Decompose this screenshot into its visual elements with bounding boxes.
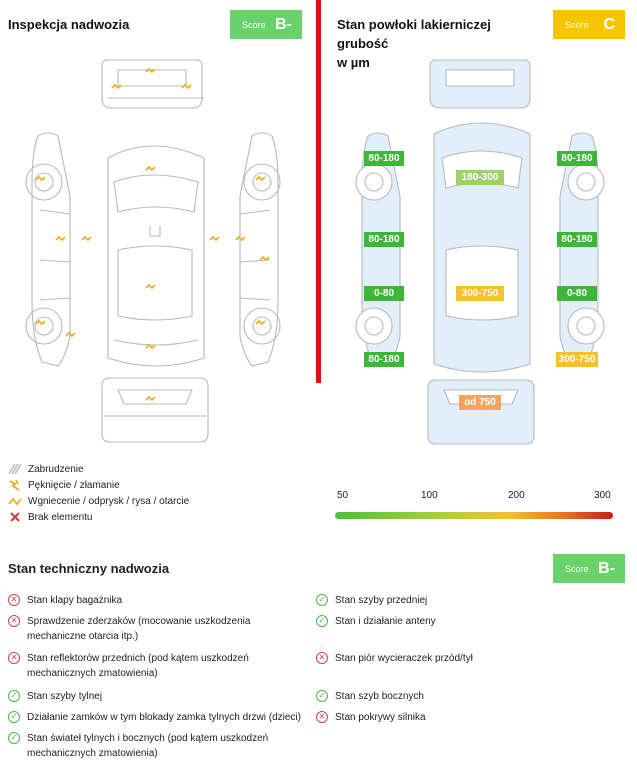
score-value: C (603, 15, 615, 33)
check-icon: ✓ (316, 594, 328, 606)
check-item-label: Stan szyby tylnej (27, 691, 103, 702)
paint-label-right-rear-fender: 80-180 (557, 151, 597, 166)
damage-legend: Zabrudzenie Pęknięcie / złamanie Wgniece… (8, 461, 189, 525)
check-item-label: Działanie zamków w tym blokady zamka tyl… (27, 712, 301, 723)
check-item-antenna: ✓ Stan i działanie anteny (316, 614, 616, 629)
technical-score-badge: Score B- (553, 554, 625, 583)
paint-label-right-front-fender: 300-750 (556, 352, 598, 367)
scale-tick: 200 (508, 490, 525, 501)
body-inspection-title: Inspekcja nadwozia (8, 17, 130, 32)
check-item-label: Stan szyby przedniej (335, 595, 428, 606)
check-icon: ✓ (8, 711, 20, 723)
paint-label-front-bumper: od 750 (459, 395, 501, 410)
thickness-scale: 50 100 200 300 (335, 490, 613, 519)
paint-label-left-rear-fender: 80-180 (364, 151, 404, 166)
scale-tick: 100 (421, 490, 438, 501)
legend-item-missing: Brak elementu (8, 509, 189, 525)
fail-icon: ✕ (316, 652, 328, 664)
car-damage-diagram (25, 59, 281, 443)
paint-label-right-rear-door: 80-180 (557, 232, 597, 247)
check-item-label: Stan reflektorów przednich (pod kątem us… (27, 653, 249, 679)
paint-label-left-front-fender: 80-180 (364, 352, 404, 367)
fail-icon: ✕ (8, 594, 20, 606)
check-icon: ✓ (8, 690, 20, 702)
paint-label-left-rear-door: 80-180 (364, 232, 404, 247)
paint-label-hood: 300-750 (456, 286, 504, 301)
paint-label-roof: 180-300 (456, 170, 504, 185)
score-value: B- (275, 15, 292, 33)
paint-label-right-front-door: 0-80 (557, 286, 597, 301)
crack-icon (8, 478, 22, 492)
paint-thickness-diagram (355, 59, 605, 445)
dent-icon (8, 494, 22, 508)
check-item-door-locks: ✓ Działanie zamków w tym blokady zamka t… (8, 710, 308, 725)
paint-title-line2: w µm (337, 55, 370, 70)
scale-tick: 300 (594, 490, 611, 501)
missing-icon (8, 510, 22, 524)
score-label: Score (565, 563, 589, 574)
scale-tick: 50 (337, 490, 349, 501)
check-icon: ✓ (316, 690, 328, 702)
paint-title-line1: Stan powłoki lakierniczej grubość (337, 17, 491, 51)
score-label: Score (565, 19, 589, 30)
paint-thickness-title: Stan powłoki lakierniczej grubość w µm (337, 15, 537, 72)
legend-label: Wgniecenie / odprysk / rysa / otarcie (28, 495, 190, 507)
check-item-label: Stan szyb bocznych (335, 691, 424, 702)
check-icon: ✓ (8, 732, 20, 744)
technical-condition-title: Stan techniczny nadwozia (8, 561, 170, 576)
legend-label: Brak elementu (28, 511, 93, 523)
score-label: Score (242, 19, 266, 30)
check-item-rear-side-lights: ✓ Stan świateł tylnych i bocznych (pod k… (8, 731, 283, 761)
check-item-label: Stan klapy bagażnika (27, 595, 123, 606)
paint-label-left-front-door: 0-80 (364, 286, 404, 301)
fail-icon: ✕ (8, 652, 20, 664)
panel-divider (316, 0, 321, 383)
check-item-label: Stan i działanie anteny (335, 616, 436, 627)
legend-item-dirt: Zabrudzenie (8, 461, 189, 477)
check-item-rear-window: ✓ Stan szyby tylnej (8, 689, 298, 704)
check-item-label: Sprawdzenie zderzaków (mocowanie uszkodz… (27, 616, 251, 642)
check-item-trunk-lid: ✕ Stan klapy bagażnika (8, 593, 303, 608)
check-item-wiper-blades: ✕ Stan piór wycieraczek przód/tył (316, 651, 616, 666)
legend-item-dent: Wgniecenie / odprysk / rysa / otarcie (8, 493, 189, 509)
check-item-headlights: ✕ Stan reflektorów przednich (pod kątem … (8, 651, 283, 681)
paint-score-badge: Score C (553, 10, 625, 39)
check-item-label: Stan świateł tylnych i bocznych (pod kąt… (27, 733, 269, 759)
check-item-bumpers: ✕ Sprawdzenie zderzaków (mocowanie uszko… (8, 614, 308, 644)
check-icon: ✓ (316, 615, 328, 627)
body-inspection-score-badge: Score B- (230, 10, 302, 39)
check-item-label: Stan piór wycieraczek przód/tył (335, 653, 473, 664)
legend-label: Zabrudzenie (28, 463, 84, 475)
check-item-side-windows: ✓ Stan szyb bocznych (316, 689, 616, 704)
check-item-windshield: ✓ Stan szyby przedniej (316, 593, 616, 608)
legend-label: Pęknięcie / złamanie (28, 479, 120, 491)
legend-item-crack: Pęknięcie / złamanie (8, 477, 189, 493)
fail-icon: ✕ (316, 711, 328, 723)
dirt-icon (8, 462, 22, 476)
scale-gradient-bar (335, 512, 613, 519)
check-item-hood: ✕ Stan pokrywy silnika (316, 710, 616, 725)
fail-icon: ✕ (8, 615, 20, 627)
check-item-label: Stan pokrywy silnika (335, 712, 426, 723)
scale-ticks: 50 100 200 300 (335, 490, 613, 504)
score-value: B- (598, 559, 615, 577)
